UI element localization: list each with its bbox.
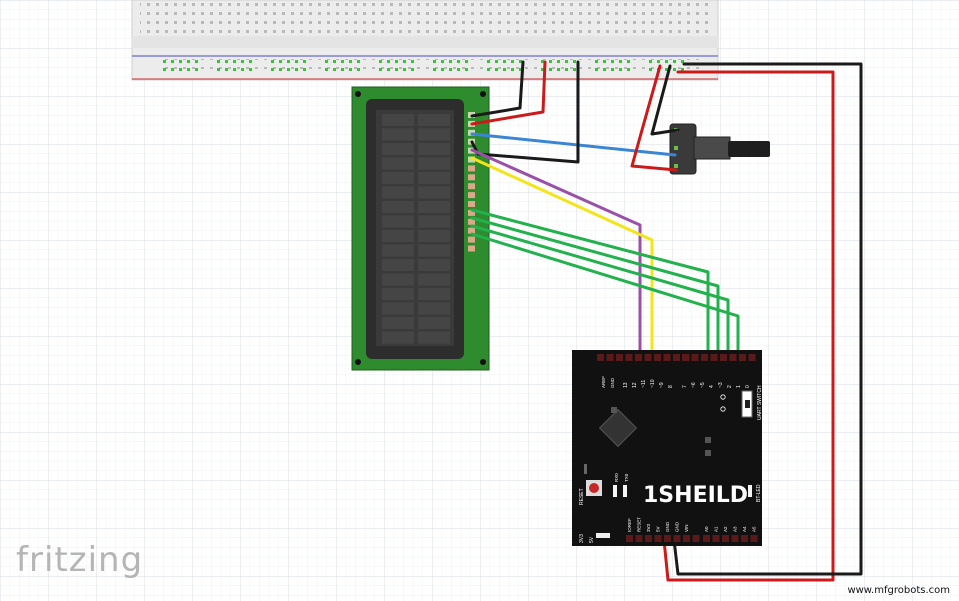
wire-pot-gnd xyxy=(650,64,680,136)
power-pin-label: RESET xyxy=(637,517,642,532)
1sheild-board[interactable]: 1SHEILD RESET BT-LED UART SWITCH 5V 3V3 … xyxy=(572,350,763,546)
digital-pin-label: ~11 xyxy=(641,380,647,388)
power-rail-connected xyxy=(163,60,684,71)
potentiometer[interactable] xyxy=(669,123,770,175)
digital-pin-label: 7 xyxy=(682,385,688,388)
power-pin-label: 3V3 xyxy=(646,523,651,532)
digital-pin-label: ~3 xyxy=(718,382,724,388)
wire-5v-rail xyxy=(662,70,835,582)
wire-contrast-pot xyxy=(470,132,677,157)
digital-pin-label: 12 xyxy=(632,382,638,388)
wire-d6-pin3 xyxy=(470,224,730,362)
power-pin-label: 5V xyxy=(656,526,661,532)
voltage-label-5v: 5V xyxy=(589,536,595,543)
power-pin-label: GND xyxy=(665,521,670,532)
power-pin-label: IOREF xyxy=(627,518,632,532)
aref-label: AREF xyxy=(601,376,606,388)
wire-pot-vcc xyxy=(630,64,678,172)
power-pin-labels: IOREF RESET 3V3 5V GND GND VIN xyxy=(627,517,689,532)
shield-headers xyxy=(597,354,758,542)
shield-logo: 1SHEILD xyxy=(643,483,748,508)
wire-d7-pin2 xyxy=(470,232,740,362)
digital-pin-label: 1 xyxy=(736,385,742,388)
digital-pin-label: ~6 xyxy=(691,382,697,388)
power-pin-label: VIN xyxy=(684,524,689,532)
digital-pin-label: ~10 xyxy=(650,379,656,388)
digital-pin-label: ~5 xyxy=(700,382,706,388)
digital-pin-label: 2 xyxy=(727,385,733,388)
analog-pin-label: A3 xyxy=(733,526,738,532)
power-pin-label: GND xyxy=(675,521,680,532)
wire-rw-gnd xyxy=(470,60,580,164)
digital-pin-label: 0 xyxy=(745,385,751,388)
wire-vcc-breadboard xyxy=(470,60,547,126)
wire-d4-pin5 xyxy=(470,208,710,362)
lcd-16x2[interactable] xyxy=(351,86,490,371)
digital-pin-label: 13 xyxy=(623,382,629,388)
wires xyxy=(470,60,863,582)
uart-switch-label: UART SWITCH xyxy=(757,385,763,420)
fritzing-logo: fritzing xyxy=(16,540,144,580)
analog-pin-label: A5 xyxy=(752,526,757,532)
lcd-character-grid xyxy=(382,114,450,344)
breadboard[interactable] xyxy=(131,0,719,81)
bt-led-label: BT-LED xyxy=(756,484,762,502)
wire-rs-d12 xyxy=(470,148,642,362)
source-watermark: www.mfgrobots.com xyxy=(847,585,950,596)
digital-pin-label: 8 xyxy=(668,385,674,388)
analog-pin-labels: A0 A1 A2 A3 A4 A5 xyxy=(704,526,757,532)
wire-enable-d11 xyxy=(470,156,654,362)
analog-pin-label: A1 xyxy=(714,526,719,532)
wire-gnd-breadboard xyxy=(470,60,525,118)
gnd-top-label: GND xyxy=(610,377,615,388)
digital-pin-label: 4 xyxy=(709,385,715,388)
tx-label: TX0 xyxy=(624,473,629,482)
wire-d5-pin4 xyxy=(470,216,720,362)
analog-pin-label: A0 xyxy=(704,526,709,532)
rx-label: RX0 xyxy=(614,473,619,482)
wire-gnd-rail xyxy=(672,62,863,576)
analog-pin-label: A4 xyxy=(742,526,747,532)
reset-label: RESET xyxy=(579,488,585,505)
digital-pin-label: ~9 xyxy=(659,382,665,388)
voltage-label-3v3: 3V3 xyxy=(579,534,585,543)
analog-pin-label: A2 xyxy=(723,526,728,532)
power-rail-holes xyxy=(160,59,700,71)
